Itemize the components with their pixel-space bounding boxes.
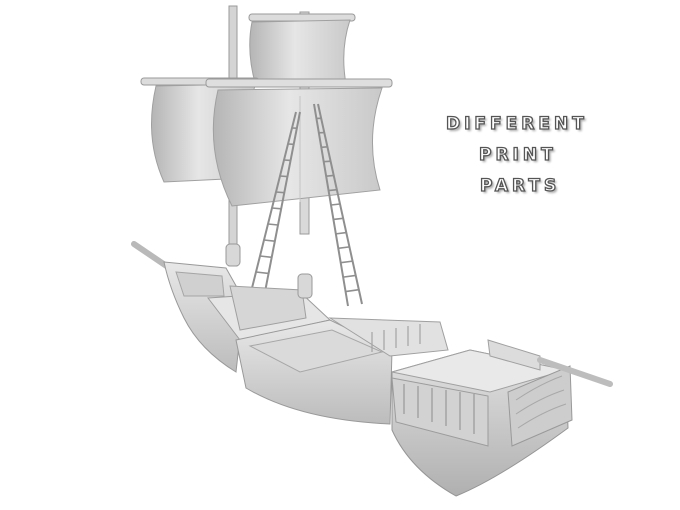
- ladder-rung: [326, 174, 334, 177]
- mid-deck-section: [207, 273, 449, 425]
- ladder-rung: [255, 271, 269, 275]
- main-sail: [205, 78, 393, 207]
- stern-boom: [537, 357, 613, 387]
- ladder-rung: [263, 239, 275, 242]
- ladder-rung: [343, 274, 356, 278]
- ladder-rung: [275, 191, 285, 194]
- ladder-rung: [330, 203, 341, 206]
- caption-line-3: PARTS: [479, 175, 561, 196]
- caption-line-1: DIFFERENT: [445, 113, 588, 134]
- ladder-rung: [279, 175, 288, 178]
- bow-section: [163, 243, 245, 373]
- ladder-rung: [335, 231, 347, 235]
- ladder-rung: [338, 246, 350, 250]
- ladder-rung: [345, 288, 359, 293]
- top-sail: [248, 13, 356, 87]
- ladder-rung: [267, 223, 279, 226]
- caption-line-2: PRINT: [478, 144, 557, 165]
- ladder-rung: [328, 188, 337, 192]
- ladder-rung: [323, 160, 331, 163]
- ladder-rung: [333, 217, 344, 221]
- ladder-rung: [271, 207, 282, 210]
- stern-section: [391, 339, 613, 497]
- ladder-rung: [340, 260, 353, 264]
- ladder-rung: [259, 255, 272, 259]
